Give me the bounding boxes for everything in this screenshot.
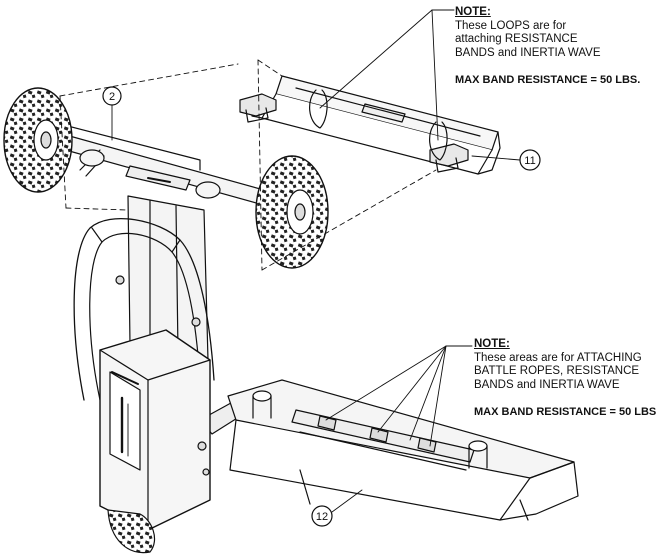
axle-assembly [3, 87, 329, 269]
note-line: BANDS and INERTIA WAVE [455, 46, 601, 59]
callout-circle-11 [519, 149, 541, 171]
band-loop-left [309, 89, 328, 129]
callout-circle-2 [102, 86, 122, 106]
callout-label-11: 11 [524, 155, 535, 167]
base-attachment [227, 379, 579, 521]
band-loop-right [429, 121, 448, 161]
note-attach-areas: NOTE: These areas are for ATTACHING BATT… [474, 338, 670, 420]
weight-box [99, 329, 211, 554]
note-line: attaching RESISTANCE [455, 33, 578, 45]
max-band-resistance: MAX BAND RESISTANCE = 50 LBS. [455, 74, 641, 86]
callout-label-2: 2 [109, 91, 115, 103]
note-line: These areas are for ATTACHING [474, 351, 642, 364]
note-heading: NOTE: [455, 6, 491, 18]
note-loops: NOTE: These LOOPS are for attaching RESI… [455, 6, 665, 88]
assembly-guides [59, 59, 437, 271]
leader-lines [111, 9, 521, 513]
main-frame [73, 195, 251, 435]
note-line: BATTLE ROPES, RESISTANCE [474, 365, 640, 377]
callout-label-12: 12 [316, 511, 328, 523]
max-band-resistance: MAX BAND RESISTANCE = 50 LBS [474, 406, 657, 418]
note-line: BANDS and INERTIA WAVE [474, 378, 620, 391]
note-line: These LOOPS are for [455, 19, 567, 32]
upper-loop-bar [239, 75, 501, 175]
note-heading: NOTE: [474, 338, 510, 350]
callout-circle-12 [311, 505, 333, 527]
